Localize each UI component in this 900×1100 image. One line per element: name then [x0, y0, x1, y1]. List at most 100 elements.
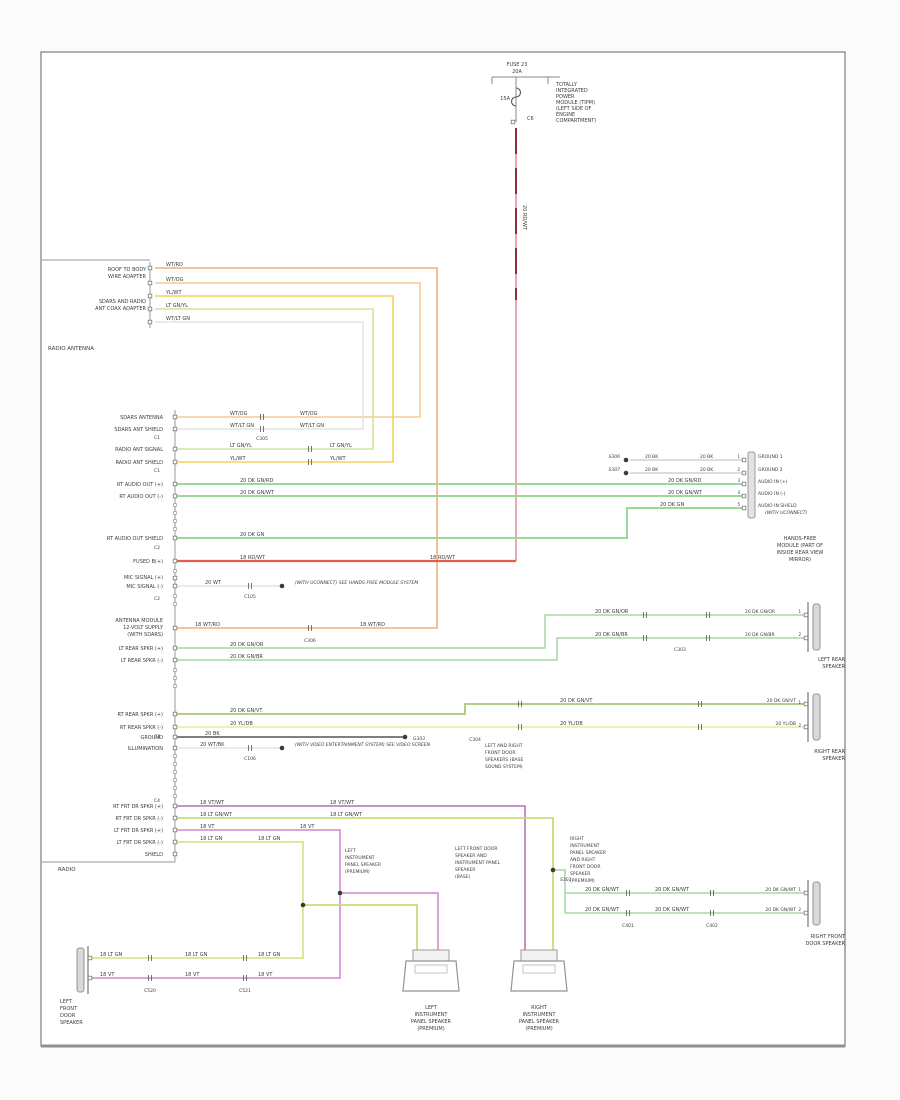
label: 18 VT	[200, 824, 215, 830]
label: C303	[674, 647, 686, 653]
label: PANEL SPEAKER	[345, 862, 381, 868]
wire-lt-frt-dr-minus: lt-frt-dr-minus	[90, 841, 304, 959]
wire-audio-out-shield: audio-out-shield	[177, 507, 744, 539]
label: 1	[798, 887, 801, 892]
left-front-door-speaker-icon	[76, 947, 85, 993]
label: 18 RD/WT	[240, 555, 266, 561]
label: (WITH SDARS)	[127, 632, 163, 638]
label: SPEAKERS (BASE	[485, 757, 523, 763]
label: INSTRUMENT	[415, 1012, 449, 1018]
label: PANEL SPEAKER	[570, 850, 606, 856]
label: PANEL SPEAKER	[519, 1019, 560, 1025]
label: 20 YL/DB	[560, 721, 583, 727]
label: 20 DK GN/BR	[595, 632, 628, 638]
empty-pin	[173, 778, 177, 782]
pin	[147, 293, 153, 299]
pin	[172, 459, 178, 465]
label: FRONT DOOR	[485, 750, 515, 756]
pin	[172, 535, 178, 541]
label: RIGHT FRONT	[811, 934, 846, 940]
empty-pin	[173, 754, 177, 758]
label: MIC SIGNAL (-)	[126, 584, 163, 590]
label: C1	[154, 468, 160, 474]
label: C304	[469, 737, 481, 743]
label: C520	[144, 988, 156, 994]
label: RT AUDIO OUT (-)	[119, 494, 163, 500]
label: SDARS ANTENNA	[120, 415, 163, 421]
pin	[172, 426, 178, 432]
pin	[172, 851, 178, 857]
label: LEFT	[425, 1005, 438, 1011]
diagram-frame	[40, 51, 846, 1047]
left-ip-speaker-connector-slot	[414, 964, 448, 974]
label: WT/LT GN	[230, 423, 254, 429]
pin	[172, 711, 178, 717]
label: 20 DK GN/OR	[595, 609, 629, 615]
label: SPEAKER	[570, 871, 590, 877]
label: RIGHT	[531, 1005, 548, 1011]
label: 20 DK GN/WT	[655, 887, 690, 893]
label: AUDIO IN SHIELD	[758, 503, 797, 509]
label: RIGHT	[570, 836, 584, 842]
label: SDARS AND RADIO	[99, 299, 146, 305]
label: RT FRT DR SPKR (+)	[113, 804, 163, 810]
pin	[172, 583, 178, 589]
pin	[803, 635, 809, 641]
label: 2	[798, 632, 801, 637]
empty-pin	[173, 786, 177, 790]
empty-pin	[173, 511, 177, 515]
label: WIRE ADAPTER	[108, 274, 146, 280]
label: AND RIGHT	[570, 857, 596, 863]
label: RT REAR SPKR (+)	[118, 712, 164, 718]
label: (BASE)	[455, 874, 471, 880]
empty-pin	[173, 519, 177, 523]
label: SPEAKER	[60, 1020, 83, 1026]
label: (PREMIUM)	[345, 869, 370, 875]
label: DOOR SPEAKER	[806, 941, 846, 947]
label: 20 DK GN/WT	[585, 887, 620, 893]
splice-dot	[279, 583, 285, 589]
pin	[147, 280, 153, 286]
pin	[741, 505, 747, 511]
label: HANDS-FREE	[784, 536, 816, 542]
label: 18 LT GN	[200, 836, 223, 842]
label: POWER	[556, 94, 575, 100]
label: 20 DK GN/WT	[655, 907, 690, 913]
splice-dot	[402, 734, 408, 740]
label: RT AUDIO OUT (+)	[117, 482, 163, 488]
label: 18 VT	[100, 972, 115, 978]
label: 20 DK GN/OR	[230, 642, 264, 648]
label: 15A	[500, 96, 510, 102]
empty-pin	[173, 770, 177, 774]
label: 20 BK	[700, 454, 714, 460]
pin	[172, 446, 178, 452]
label: RT FRT DR SPKR (-)	[115, 816, 163, 822]
label: COMPARTMENT)	[556, 118, 596, 124]
label: AUDIO IN (+)	[758, 479, 788, 485]
empty-pin	[173, 762, 177, 766]
label: FRONT DOOR	[570, 864, 600, 870]
label: 1	[737, 454, 740, 459]
label: C1	[154, 435, 160, 441]
label: LT GN/YL	[230, 443, 252, 449]
label: WT/LT GN	[166, 316, 190, 322]
pin	[741, 493, 747, 499]
label: 20 YL/DB	[230, 721, 253, 727]
label: C521	[239, 988, 251, 994]
label: 20 WT	[205, 580, 222, 586]
pin	[87, 955, 93, 961]
label: 20 WT/BK	[200, 742, 225, 748]
label: WT/OG	[300, 411, 318, 417]
label: 18 LT GN/WT	[330, 812, 363, 818]
label: LEFT FRONT DOOR	[455, 846, 498, 852]
label: LT GN/YL	[330, 443, 352, 449]
pin	[172, 745, 178, 751]
pin	[803, 612, 809, 618]
label: LEFT AND RIGHT	[485, 743, 523, 749]
label: FUSE 23	[507, 62, 528, 68]
label: C2	[154, 545, 160, 551]
label: (WITH UCONNECT)	[765, 510, 808, 516]
label: S307	[609, 467, 621, 473]
label: WT/OG	[166, 277, 184, 283]
